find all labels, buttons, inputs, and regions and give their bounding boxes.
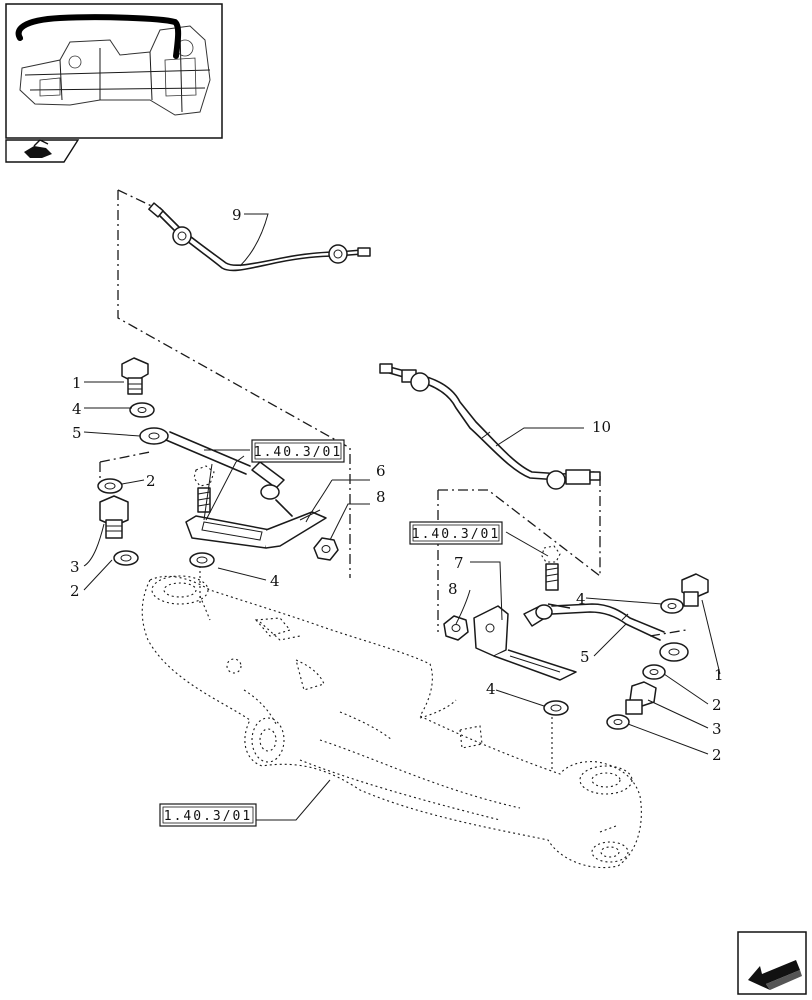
banjo-bolt-left[interactable]	[121, 357, 149, 395]
callout-3-right[interactable]: 3	[712, 720, 722, 738]
callout-8-right[interactable]: 8	[448, 580, 458, 598]
callout-10[interactable]: 10	[592, 418, 611, 436]
callout-1-left[interactable]: 1	[72, 374, 82, 392]
leader-lines	[83, 213, 721, 821]
nut-left[interactable]	[313, 537, 339, 561]
callout-1-right[interactable]: 1	[714, 666, 724, 684]
callout-3-left[interactable]: 3	[70, 558, 80, 576]
brake-pipe-10[interactable]	[379, 363, 601, 490]
bracket-plate-right[interactable]	[473, 605, 577, 681]
reference-text-right: 1.40.3/01	[412, 527, 500, 542]
callout-9[interactable]: 9	[232, 206, 242, 224]
reference-text-bottom: 1.40.3/01	[164, 809, 252, 824]
banjo-pipe-left[interactable]	[139, 427, 293, 517]
washer-left-lower[interactable]	[113, 550, 139, 566]
tractor-direction-icon[interactable]	[5, 139, 80, 163]
callout-4-right-bottom[interactable]: 4	[486, 680, 496, 698]
washer-left-upper[interactable]	[97, 478, 123, 494]
callout-8-left[interactable]: 8	[376, 488, 386, 506]
callout-2-right-bottom[interactable]: 2	[712, 746, 722, 764]
callout-2-left-top[interactable]: 2	[146, 472, 156, 490]
adapter-right[interactable]	[625, 681, 657, 715]
next-page-arrow-icon[interactable]	[737, 931, 807, 995]
left-banjo-assembly[interactable]	[97, 357, 339, 568]
callout-5-right[interactable]: 5	[580, 648, 590, 666]
washer-right-bottom[interactable]	[543, 700, 569, 716]
washer-left-top[interactable]	[129, 402, 155, 418]
reference-text-upper-left: 1.40.3/01	[254, 445, 342, 460]
reference-box-upper-left[interactable]: 1.40.3/01	[251, 439, 345, 463]
bracket-plate-left[interactable]	[185, 509, 327, 549]
adapter-left[interactable]	[99, 495, 129, 539]
banjo-bolt-right[interactable]	[681, 573, 709, 607]
callout-2-right-top[interactable]: 2	[712, 696, 722, 714]
washer-right-top[interactable]	[660, 598, 684, 614]
callout-4-left-bottom[interactable]: 4	[270, 572, 280, 590]
washer-right-upper[interactable]	[642, 664, 666, 680]
callout-5-left[interactable]: 5	[72, 424, 82, 442]
washer-right-lower[interactable]	[606, 714, 630, 730]
thumbnail-axle-view[interactable]	[5, 3, 223, 139]
stud-bolt-right[interactable]	[541, 545, 561, 591]
brake-pipe-9[interactable]	[148, 202, 371, 272]
right-banjo-assembly[interactable]	[443, 545, 709, 730]
callout-6[interactable]: 6	[376, 462, 386, 480]
callout-2-left-bottom[interactable]: 2	[70, 582, 80, 600]
callout-4-left[interactable]: 4	[72, 400, 82, 418]
banjo-pipe-right[interactable]	[523, 603, 689, 662]
reference-box-bottom[interactable]: 1.40.3/01	[159, 803, 257, 827]
nut-right[interactable]	[443, 615, 469, 641]
tractor-axle-thumbnail-icon	[15, 14, 211, 116]
assembly-guide-lines	[99, 189, 687, 770]
reference-box-right[interactable]: 1.40.3/01	[409, 521, 503, 545]
callout-7[interactable]: 7	[454, 554, 464, 572]
callout-4-right-top[interactable]: 4	[576, 590, 586, 608]
axle-housing[interactable]	[141, 575, 642, 869]
washer-left-bottom[interactable]	[189, 552, 215, 568]
callout-numbers: 1 4 5 2 3 2 4 6 8 9 10 7 8 4 5 4 1 2 3 2	[70, 206, 724, 764]
